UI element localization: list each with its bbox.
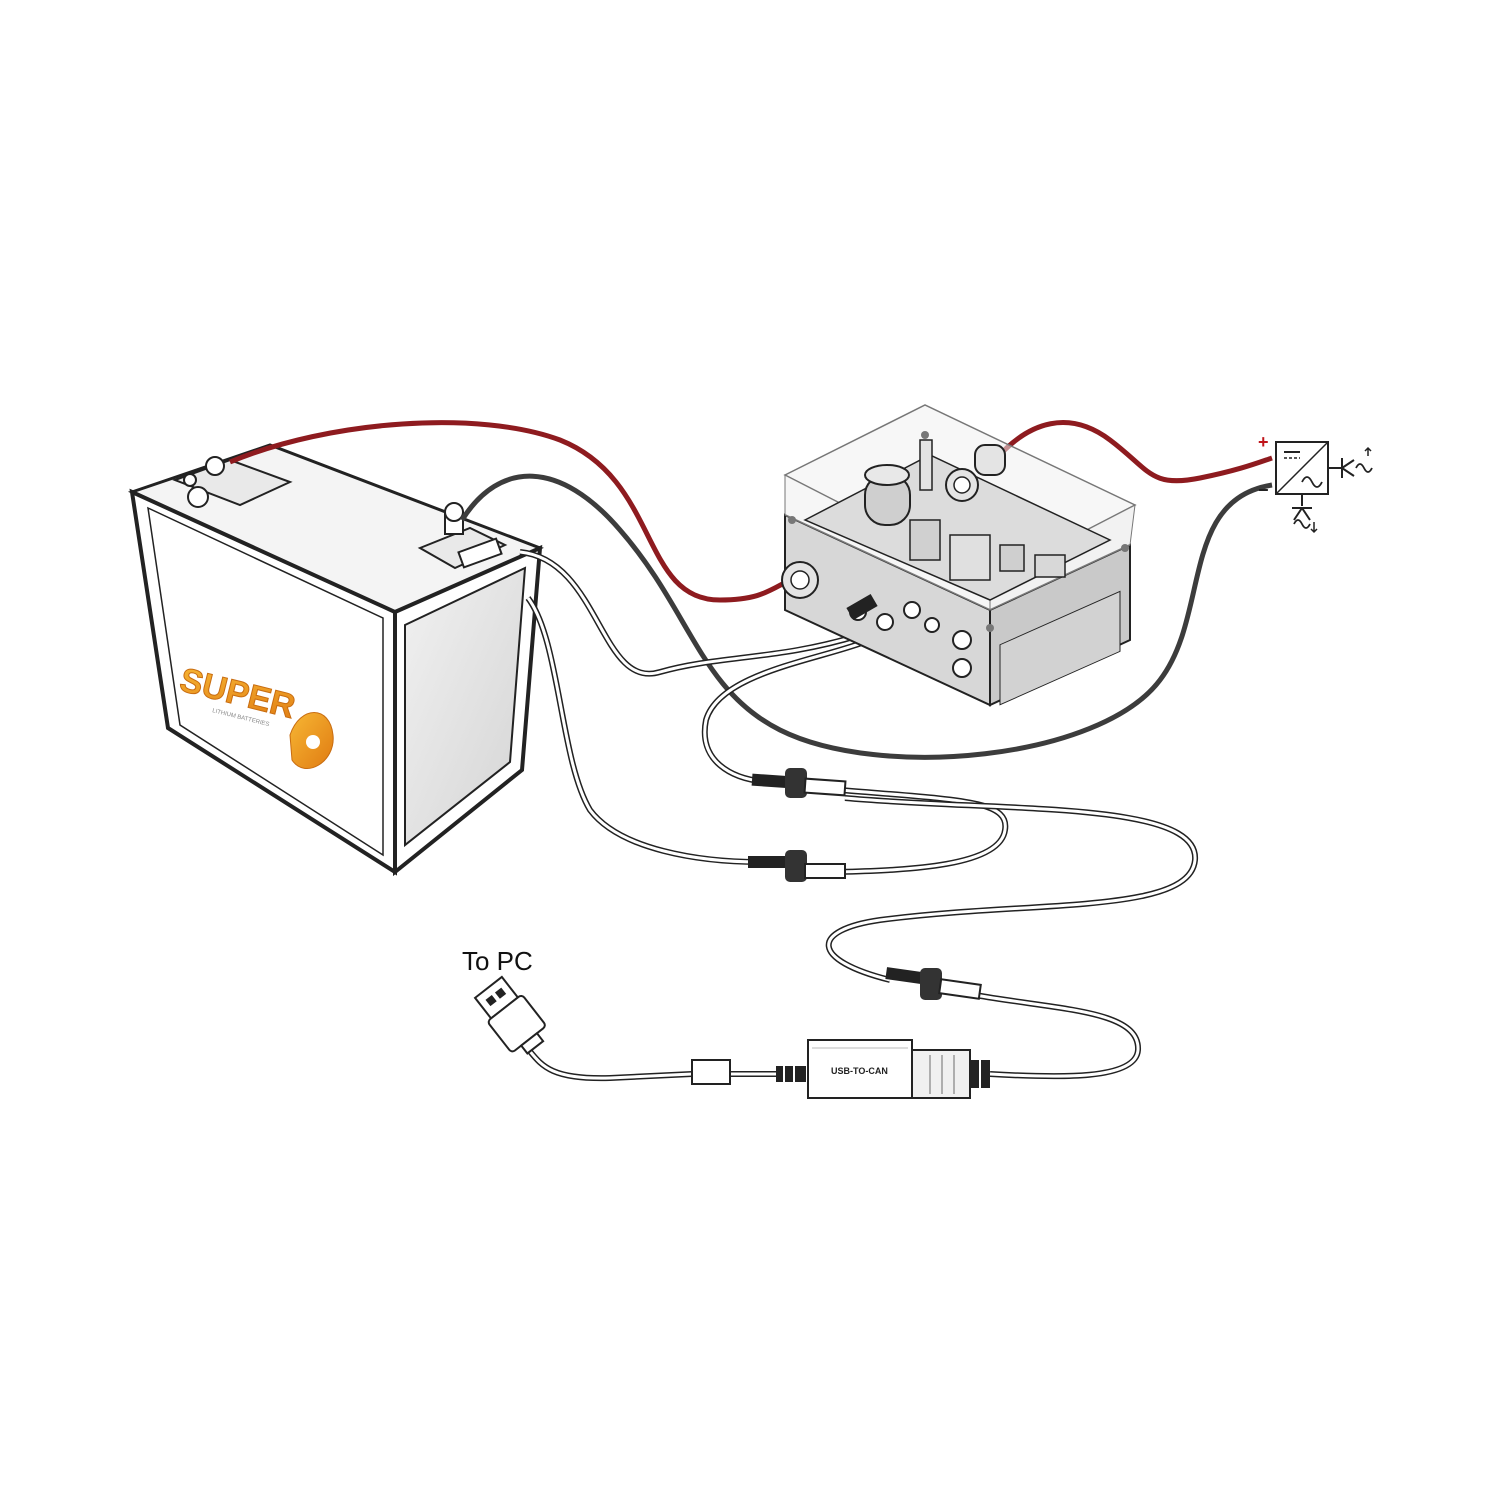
ac-input-icon (1341, 446, 1373, 478)
battery: SUPER LITHIUM BATTERIES (127, 443, 544, 877)
positive-cable (229, 420, 792, 603)
controller-enclosure (781, 404, 1137, 707)
can-tee-connector-2 (748, 850, 846, 882)
battery-logo: SUPER LITHIUM BATTERIES (176, 660, 334, 770)
usb-to-can-adapter (691, 1039, 990, 1099)
positive-terminal (172, 456, 293, 508)
usb-plug-icon (473, 975, 546, 1055)
to-pc-label: To PC (462, 946, 533, 976)
positive-cable-psu (993, 420, 1273, 484)
can-tee-connector-1 (751, 768, 847, 798)
negative-cable (459, 473, 1273, 760)
negative-terminal (417, 502, 508, 570)
can-tee-connector-3 (885, 967, 982, 1000)
can-data-cables (517, 549, 1199, 1082)
usb-to-can-label: USB-TO-CAN (831, 1066, 888, 1076)
ac-output-icon (1292, 507, 1318, 534)
positive-sign: + (1258, 432, 1269, 452)
negative-sign: − (1258, 480, 1269, 500)
power-supply-icon (1275, 441, 1342, 506)
